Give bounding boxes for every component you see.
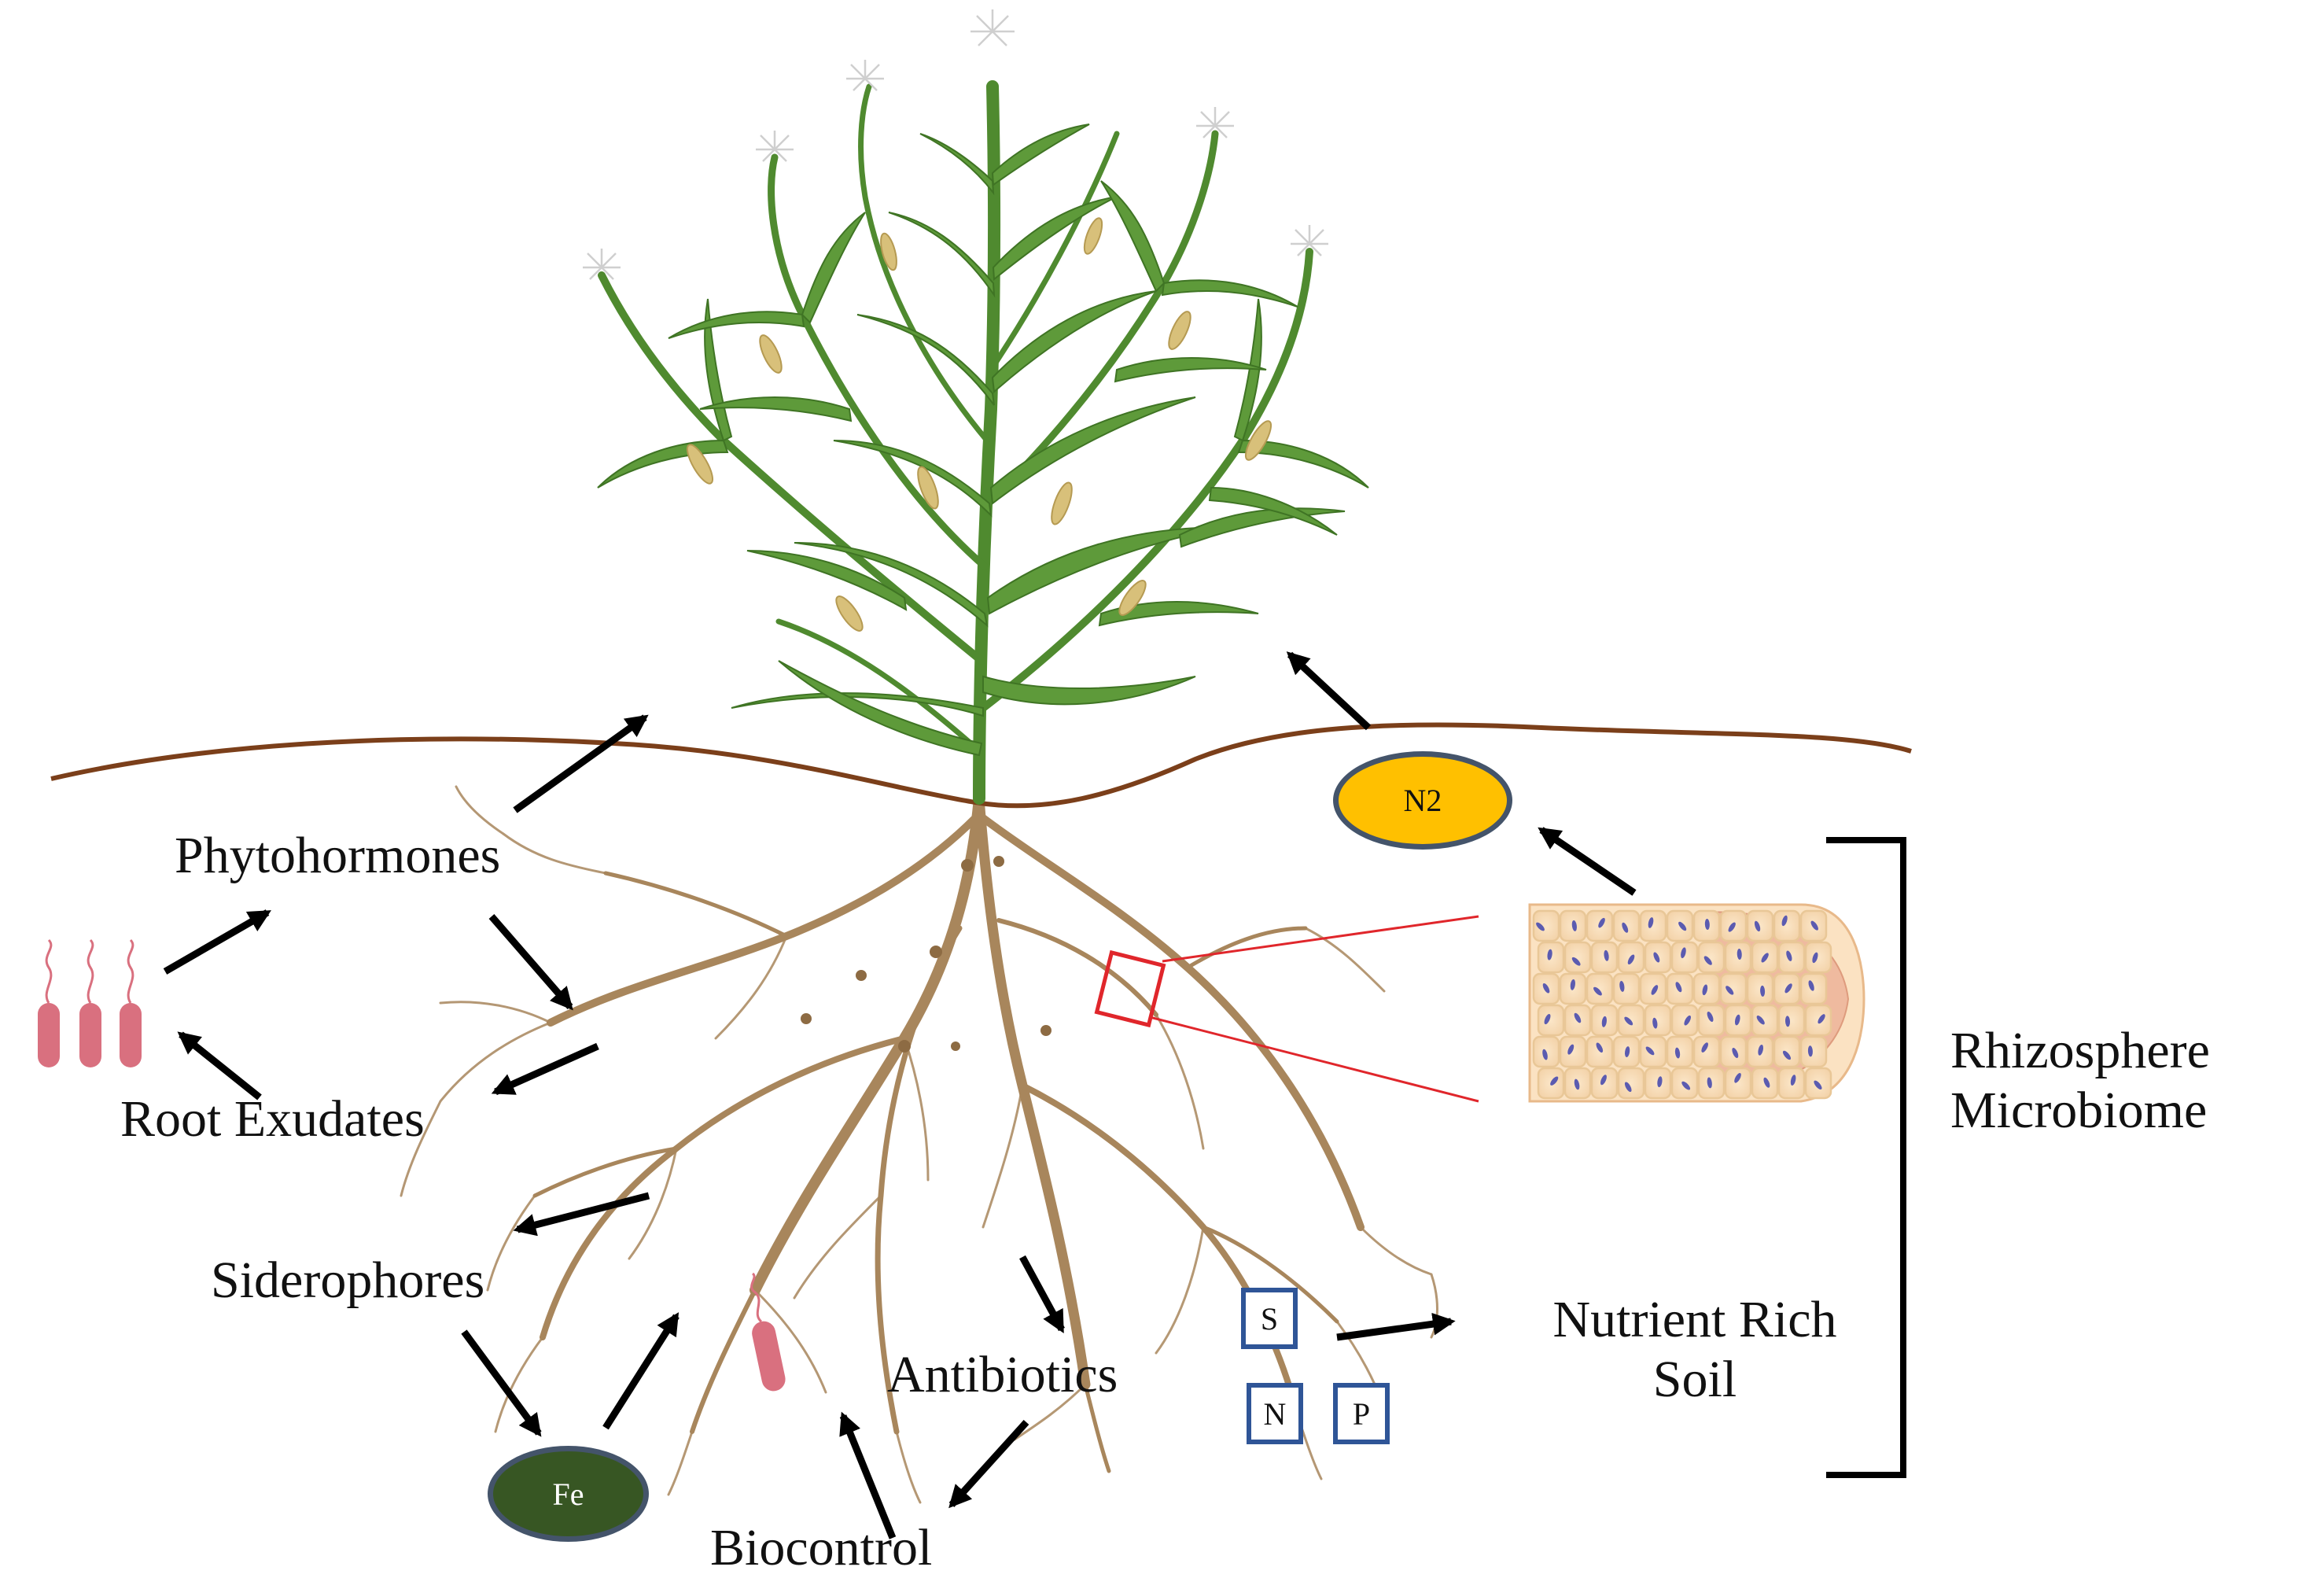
rhizosphere-bracket <box>1826 837 1906 1478</box>
nutrient-box-n: N <box>1247 1383 1303 1444</box>
zoom-line-bottom <box>1149 1016 1479 1103</box>
arrow-phyto-to-roots <box>488 914 573 1011</box>
zoom-box <box>1094 949 1166 1028</box>
root-tip-cells <box>1528 903 1865 1103</box>
label-biocontrol: Biocontrol <box>710 1519 933 1576</box>
arrow-siderophores-to-fe <box>461 1329 542 1437</box>
arrow-biocontrol-to-roots <box>839 1411 897 1539</box>
label-phytohormones: Phytohormones <box>175 827 501 884</box>
arrow-phyto-to-plant <box>513 714 649 813</box>
label-siderophores: Siderophores <box>211 1252 485 1309</box>
bacterium-single <box>750 1272 786 1392</box>
label-rhizosphere-microbiome: Rhizosphere Microbiome <box>1950 1022 2210 1139</box>
label-nutrient-rich-soil: Nutrient Rich Soil <box>1552 1291 1837 1408</box>
arrow-roots-to-siderophores <box>513 1192 650 1237</box>
soil-surface-line <box>50 722 1912 809</box>
fe-node: Fe <box>488 1446 649 1542</box>
arrow-antibiotics-to-biocontrol <box>948 1419 1029 1509</box>
nutrient-box-p: P <box>1333 1383 1390 1444</box>
n2-label: N2 <box>1403 783 1442 818</box>
nutrient-box-s: S <box>1241 1288 1298 1349</box>
zoom-indicator <box>1094 915 1479 1103</box>
zoom-line-top <box>1162 915 1479 963</box>
arrow-n2-to-plant <box>1286 651 1372 731</box>
arrow-bacteria-to-phyto <box>163 909 271 975</box>
bacteria-cluster <box>38 938 142 1067</box>
arrow-roots-to-exudates <box>491 1042 599 1096</box>
label-antibiotics: Antibiotics <box>887 1346 1118 1403</box>
n2-node: N2 <box>1333 751 1512 850</box>
plant-shoot <box>583 9 1369 805</box>
arrows <box>163 651 1637 1539</box>
arrow-nutrients-to-soil <box>1336 1312 1456 1341</box>
arrow-fe-to-roots <box>602 1312 680 1430</box>
arrow-roots-to-antibiotics <box>1019 1255 1065 1334</box>
arrow-roottip-to-n2 <box>1538 827 1637 896</box>
arrow-exudates-to-bacteria <box>177 1031 262 1101</box>
fe-label: Fe <box>552 1476 584 1512</box>
label-root-exudates: Root Exudates <box>120 1090 425 1148</box>
